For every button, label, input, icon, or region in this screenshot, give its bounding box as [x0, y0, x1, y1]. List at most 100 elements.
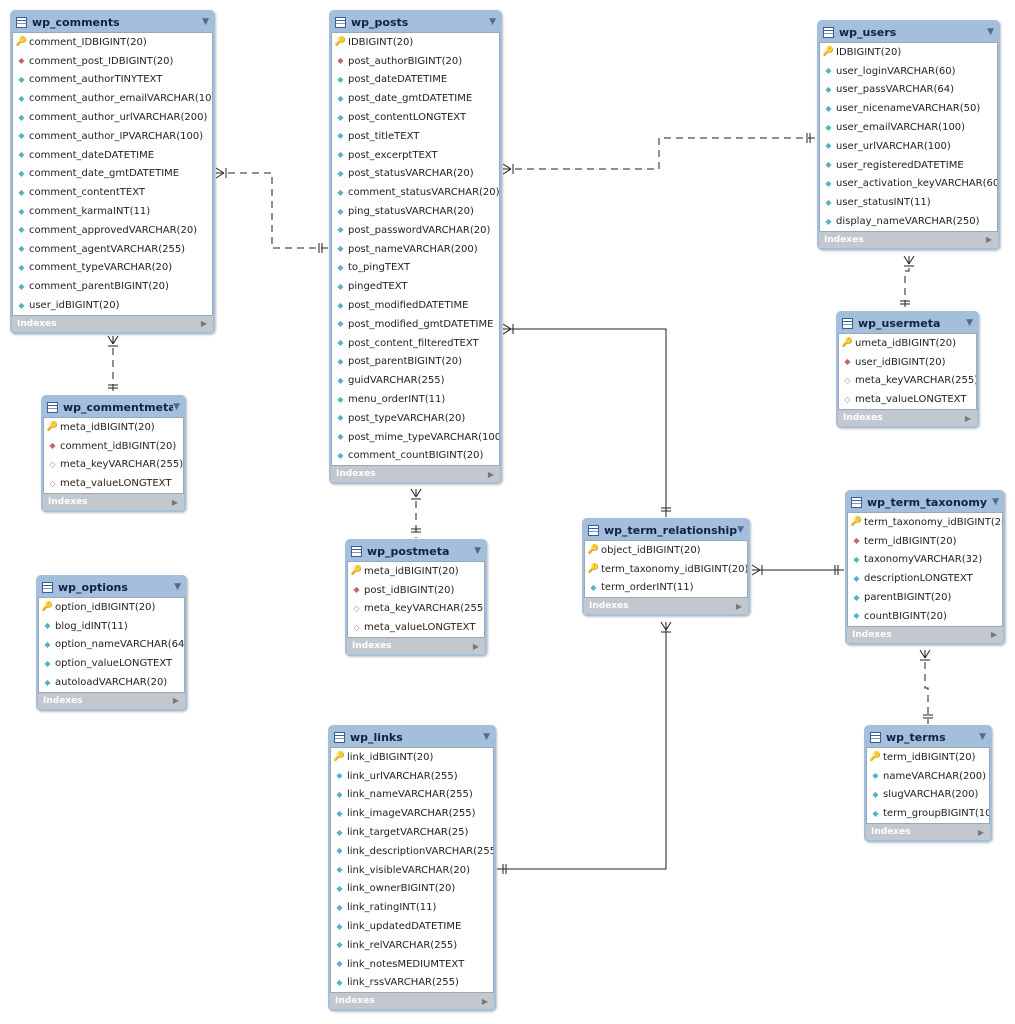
table-header[interactable]: wp_options▼ — [38, 577, 185, 597]
table-wp-term-taxonomy[interactable]: wp_term_taxonomy▼🔑term_taxonomy_id BIGIN… — [845, 490, 1005, 645]
relationship-line[interactable] — [216, 172, 328, 249]
column-row[interactable]: ◆link_owner BIGINT(20) — [331, 880, 493, 899]
column-row[interactable]: 🔑comment_ID BIGINT(20) — [13, 33, 212, 52]
table-wp-links[interactable]: wp_links▼🔑link_id BIGINT(20)◆link_url VA… — [328, 725, 496, 1012]
column-row[interactable]: ◇meta_key VARCHAR(255) — [348, 600, 484, 619]
expand-arrow-icon[interactable]: ▶ — [977, 827, 984, 837]
column-row[interactable]: ◆user_nicename VARCHAR(50) — [820, 99, 997, 118]
relationship-line[interactable] — [503, 328, 667, 517]
indexes-footer[interactable]: Indexes▶ — [330, 993, 494, 1010]
column-row[interactable]: ◆count BIGINT(20) — [848, 607, 1002, 626]
column-row[interactable]: 🔑ID BIGINT(20) — [820, 43, 997, 62]
relationship-line[interactable] — [497, 622, 667, 870]
expand-arrow-icon[interactable]: ▶ — [200, 319, 207, 329]
collapse-arrow-icon[interactable]: ▼ — [202, 17, 209, 27]
expand-arrow-icon[interactable]: ▶ — [990, 630, 997, 640]
column-row[interactable]: ◆slug VARCHAR(200) — [867, 786, 989, 805]
column-row[interactable]: ◆comment_content TEXT — [13, 183, 212, 202]
column-row[interactable]: ◆comment_date DATETIME — [13, 146, 212, 165]
expand-arrow-icon[interactable]: ▶ — [171, 497, 178, 507]
column-row[interactable]: ◆link_rating INT(11) — [331, 898, 493, 917]
table-header[interactable]: wp_terms▼ — [866, 727, 990, 747]
collapse-arrow-icon[interactable]: ▼ — [979, 732, 986, 742]
indexes-footer[interactable]: Indexes▶ — [347, 638, 485, 655]
column-row[interactable]: 🔑ID BIGINT(20) — [332, 33, 499, 52]
collapse-arrow-icon[interactable]: ▼ — [173, 402, 180, 412]
column-row[interactable]: ◆link_rel VARCHAR(255) — [331, 936, 493, 955]
column-row[interactable]: 🔑term_taxonomy_id BIGINT(20) — [585, 560, 747, 579]
column-row[interactable]: 🔑term_taxonomy_id BIGINT(20) — [848, 513, 1002, 532]
collapse-arrow-icon[interactable]: ▼ — [987, 27, 994, 37]
column-row[interactable]: ◆comment_approved VARCHAR(20) — [13, 221, 212, 240]
column-row[interactable]: ◆post_title TEXT — [332, 127, 499, 146]
indexes-footer[interactable]: Indexes▶ — [38, 692, 185, 709]
column-row[interactable]: ◆link_updated DATETIME — [331, 917, 493, 936]
column-row[interactable]: ◆comment_author TINYTEXT — [13, 71, 212, 90]
column-row[interactable]: ◆user_activation_key VARCHAR(60) — [820, 175, 997, 194]
column-row[interactable]: ◆post_date DATETIME — [332, 71, 499, 90]
column-row[interactable]: ◆link_image VARCHAR(255) — [331, 804, 493, 823]
column-row[interactable]: ◆menu_order INT(11) — [332, 390, 499, 409]
indexes-footer[interactable]: Indexes▶ — [12, 315, 213, 332]
column-row[interactable]: ◆post_status VARCHAR(20) — [332, 165, 499, 184]
column-row[interactable]: ◆post_mime_type VARCHAR(100) — [332, 428, 499, 447]
column-row[interactable]: ◆post_type VARCHAR(20) — [332, 409, 499, 428]
column-row[interactable]: ◇meta_key VARCHAR(255) — [44, 456, 183, 475]
column-row[interactable]: ◆link_name VARCHAR(255) — [331, 786, 493, 805]
table-wp-usermeta[interactable]: wp_usermeta▼🔑umeta_id BIGINT(20)◆user_id… — [836, 311, 979, 429]
table-wp-term-relationships[interactable]: wp_term_relationships▼🔑object_id BIGINT(… — [582, 518, 750, 617]
column-row[interactable]: ◆link_description VARCHAR(255) — [331, 842, 493, 861]
column-row[interactable]: ◆to_ping TEXT — [332, 259, 499, 278]
column-row[interactable]: ◆post_password VARCHAR(20) — [332, 221, 499, 240]
column-row[interactable]: ◆display_name VARCHAR(250) — [820, 212, 997, 231]
column-row[interactable]: ◆option_value LONGTEXT — [39, 654, 184, 673]
expand-arrow-icon[interactable]: ▶ — [964, 413, 971, 423]
column-row[interactable]: ◆comment_parent BIGINT(20) — [13, 277, 212, 296]
expand-arrow-icon[interactable]: ▶ — [172, 696, 179, 706]
table-wp-commentmeta[interactable]: wp_commentmeta▼🔑meta_id BIGINT(20)◆comme… — [41, 395, 186, 513]
column-row[interactable]: ◇meta_key VARCHAR(255) — [839, 372, 976, 391]
column-row[interactable]: ◆user_registered DATETIME — [820, 156, 997, 175]
table-wp-posts[interactable]: wp_posts▼🔑ID BIGINT(20)◆post_author BIGI… — [329, 10, 502, 485]
column-row[interactable]: 🔑term_id BIGINT(20) — [867, 748, 989, 767]
column-row[interactable]: 🔑meta_id BIGINT(20) — [44, 418, 183, 437]
column-row[interactable]: ◆comment_author_url VARCHAR(200) — [13, 108, 212, 127]
column-row[interactable]: ◆comment_author_email VARCHAR(100) — [13, 89, 212, 108]
column-row[interactable]: ◆description LONGTEXT — [848, 569, 1002, 588]
column-row[interactable]: ◆link_rss VARCHAR(255) — [331, 974, 493, 993]
column-row[interactable]: ◆comment_count BIGINT(20) — [332, 447, 499, 466]
column-row[interactable]: ◆blog_id INT(11) — [39, 617, 184, 636]
column-row[interactable]: ◆taxonomy VARCHAR(32) — [848, 551, 1002, 570]
collapse-arrow-icon[interactable]: ▼ — [483, 732, 490, 742]
column-row[interactable]: ◆pinged TEXT — [332, 277, 499, 296]
column-row[interactable]: 🔑umeta_id BIGINT(20) — [839, 334, 976, 353]
table-header[interactable]: wp_usermeta▼ — [838, 313, 977, 333]
table-wp-users[interactable]: wp_users▼🔑ID BIGINT(20)◆user_login VARCH… — [817, 20, 1000, 250]
column-row[interactable]: ◆post_date_gmt DATETIME — [332, 89, 499, 108]
table-header[interactable]: wp_comments▼ — [12, 12, 213, 32]
column-row[interactable]: ◆user_id BIGINT(20) — [839, 353, 976, 372]
collapse-arrow-icon[interactable]: ▼ — [737, 525, 744, 535]
collapse-arrow-icon[interactable]: ▼ — [992, 497, 999, 507]
table-header[interactable]: wp_links▼ — [330, 727, 494, 747]
table-wp-options[interactable]: wp_options▼🔑option_id BIGINT(20)◆blog_id… — [36, 575, 187, 711]
expand-arrow-icon[interactable]: ▶ — [985, 235, 992, 245]
column-row[interactable]: ◆post_name VARCHAR(200) — [332, 240, 499, 259]
table-wp-terms[interactable]: wp_terms▼🔑term_id BIGINT(20)◆name VARCHA… — [864, 725, 992, 843]
column-row[interactable]: ◆option_name VARCHAR(64) — [39, 636, 184, 655]
column-row[interactable]: ◆guid VARCHAR(255) — [332, 371, 499, 390]
column-row[interactable]: ◆comment_id BIGINT(20) — [44, 437, 183, 456]
table-wp-comments[interactable]: wp_comments▼🔑comment_ID BIGINT(20) ◆comme… — [10, 10, 215, 334]
expand-arrow-icon[interactable]: ▶ — [735, 601, 742, 611]
column-row[interactable]: ◆post_author BIGINT(20) — [332, 52, 499, 71]
column-row[interactable]: ◆post_excerpt TEXT — [332, 146, 499, 165]
column-row[interactable]: ◆post_content_filtered TEXT — [332, 334, 499, 353]
relationship-line[interactable] — [503, 137, 816, 170]
column-row[interactable]: ◆autoload VARCHAR(20) — [39, 673, 184, 692]
collapse-arrow-icon[interactable]: ▼ — [474, 546, 481, 556]
column-row[interactable]: ◆user_status INT(11) — [820, 193, 997, 212]
column-row[interactable]: ◆link_url VARCHAR(255) — [331, 767, 493, 786]
column-row[interactable]: ◆post_id BIGINT(20) — [348, 581, 484, 600]
column-row[interactable]: ◆link_notes MEDIUMTEXT — [331, 955, 493, 974]
column-row[interactable]: ◆comment_type VARCHAR(20) — [13, 259, 212, 278]
